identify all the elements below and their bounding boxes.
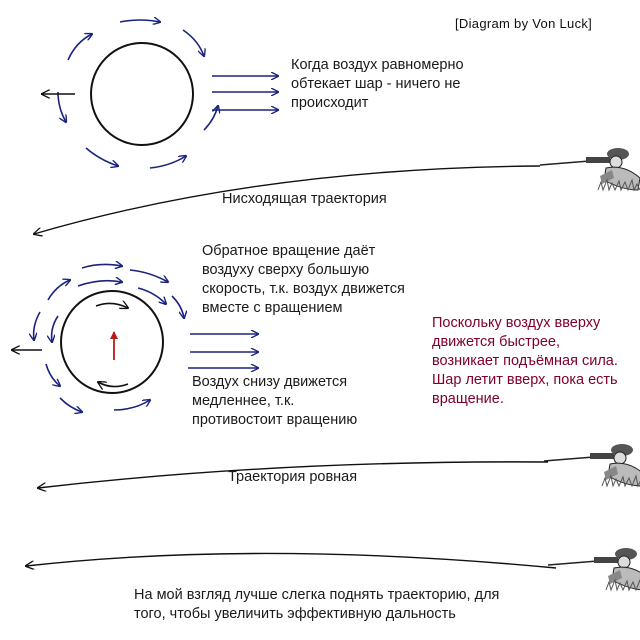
flow-arrow-icon (52, 315, 59, 342)
shooter-icon (543, 443, 640, 487)
ball-icon (60, 290, 164, 394)
ball-icon (90, 42, 194, 146)
panel2-ball-group (12, 264, 258, 412)
shooter-icon (539, 148, 640, 192)
panel2-trajectory-label: Траектория ровная (228, 469, 358, 485)
panel2-caption-lift: Поскольку воздух вверху движется быстрее… (432, 315, 618, 407)
flow-arrow-icon (81, 264, 122, 268)
flow-arrow-icon (67, 34, 92, 61)
panel1-caption: Когда воздух равномерно обтекает шар - н… (291, 57, 464, 111)
trajectory-raised (26, 552, 557, 568)
trajectory-flat (38, 461, 549, 488)
panel3-caption: На мой взгляд лучше слегка поднять траек… (134, 587, 500, 622)
panel1-trajectory-label: Нисходящая траектория (222, 191, 387, 207)
flow-arrow-icon (57, 91, 66, 122)
trajectory-descending (34, 165, 541, 234)
flow-arrow-icon (171, 295, 184, 318)
flow-arrow-icon (203, 106, 218, 131)
panel2-caption-top: Обратное вращение даёт воздуху сверху бо… (202, 243, 405, 316)
flow-arrow-icon (47, 280, 70, 301)
spin-arrow-icon (98, 382, 129, 387)
panel1-ball-group (42, 20, 278, 169)
flow-arrow-icon (129, 269, 168, 282)
spin-arrow-icon (95, 303, 128, 308)
panel2-caption-bottom: Воздух снизу движется медленнее, т.к. пр… (192, 374, 358, 428)
flow-arrow-icon (182, 29, 204, 56)
flow-arrow-icon (77, 281, 122, 287)
flow-arrow-icon (34, 311, 41, 340)
flow-arrow-icon (137, 287, 166, 304)
flow-arrow-icon (45, 363, 60, 386)
diagram-credit: [Diagram by Von Luck] (455, 16, 593, 31)
flow-arrow-icon (149, 156, 186, 169)
flow-arrow-icon (59, 397, 82, 412)
flow-arrow-icon (85, 147, 118, 166)
flow-arrow-icon (119, 20, 160, 22)
shooter-icon (547, 547, 640, 591)
flow-arrow-icon (113, 400, 150, 411)
